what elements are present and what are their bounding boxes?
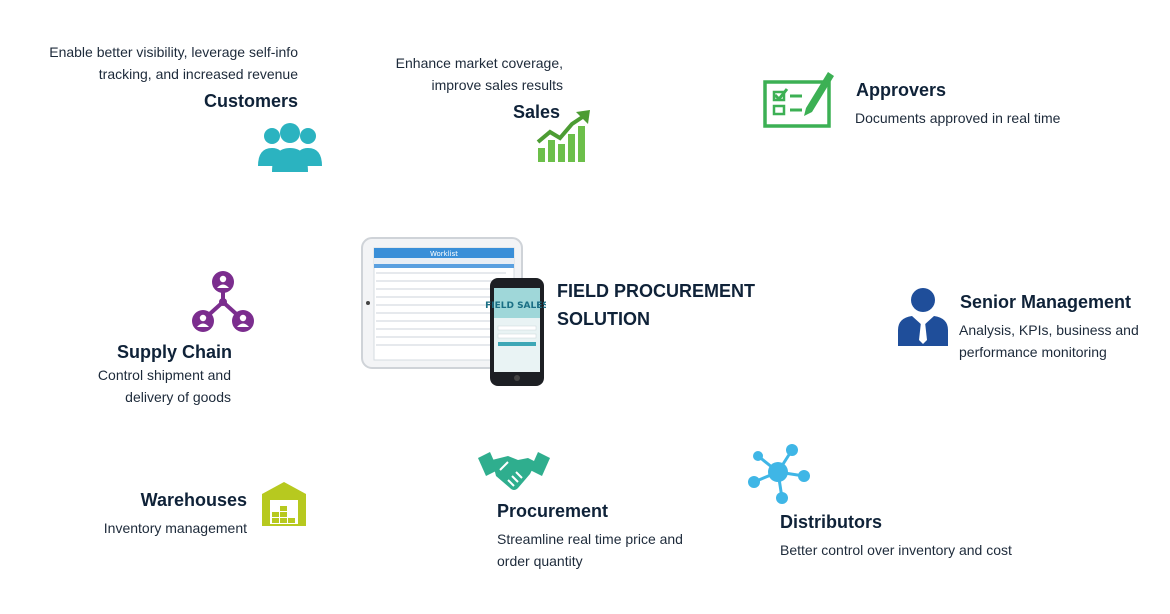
sales-desc-line2: improve sales results: [431, 77, 564, 93]
sales-title: Sales: [512, 102, 560, 122]
senior-management-title: Senior Management: [960, 292, 1132, 312]
tablet-phone-illustration: Worklist FIELD SALES: [361, 237, 546, 386]
procurement-desc-line1: Streamline real time price and: [497, 531, 683, 547]
solution-title-line2: SOLUTION: [557, 309, 650, 329]
senior-management-description: Analysis, KPIs, business and performance…: [959, 319, 1139, 363]
senior-desc-line1: Analysis, KPIs, business and: [959, 322, 1139, 338]
solution-title: FIELD PROCUREMENT SOLUTION: [557, 277, 755, 333]
distributors-description: Better control over inventory and cost: [780, 542, 1012, 558]
distributors-title: Distributors: [780, 512, 883, 532]
growth-chart-icon: [536, 110, 590, 162]
network-people-icon: [192, 271, 254, 332]
solution-title-line1: FIELD PROCUREMENT: [557, 281, 755, 301]
approvers-description: Documents approved in real time: [855, 110, 1061, 126]
supply-desc-line1: Control shipment and: [97, 367, 231, 383]
senior-desc-line2: performance monitoring: [959, 344, 1107, 360]
businessman-icon: [898, 288, 948, 346]
users-group-icon: [258, 123, 322, 172]
tablet-header-text: Worklist: [430, 250, 458, 258]
supply-desc-line2: delivery of goods: [125, 389, 231, 405]
warehouse-icon: [262, 482, 306, 526]
customers-desc-line1: Enable better visibility, leverage self-…: [49, 44, 298, 60]
warehouses-description: Inventory management: [103, 520, 247, 536]
procurement-desc-line2: order quantity: [497, 553, 583, 569]
customers-desc-line2: tracking, and increased revenue: [98, 66, 298, 82]
customers-title: Customers: [203, 91, 298, 111]
phone-brand-text: FIELD SALES: [485, 301, 546, 311]
sales-desc-line1: Enhance market coverage,: [395, 55, 563, 71]
procurement-description: Streamline real time price and order qua…: [497, 528, 683, 572]
supply-chain-description: Control shipment and delivery of goods: [60, 364, 231, 408]
sales-description: Enhance market coverage, improve sales r…: [360, 52, 563, 96]
approvers-title: Approvers: [856, 80, 947, 100]
warehouses-title: Warehouses: [140, 490, 247, 510]
handshake-icon: [478, 452, 550, 490]
supply-chain-title: Supply Chain: [116, 342, 232, 362]
customers-description: Enable better visibility, leverage self-…: [20, 41, 298, 85]
hub-nodes-icon: [748, 444, 810, 504]
procurement-title: Procurement: [497, 501, 609, 521]
checklist-pencil-icon: [763, 72, 834, 128]
